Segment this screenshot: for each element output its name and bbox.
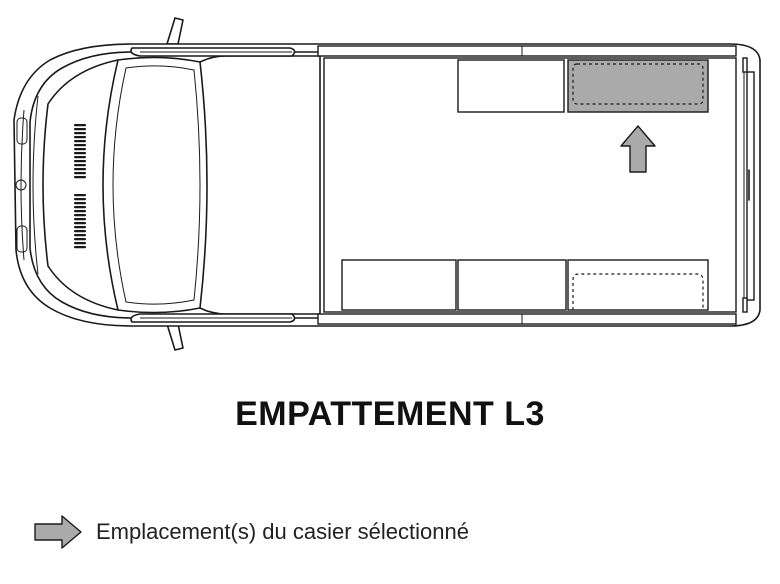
locker-bottom-1[interactable] [341, 259, 457, 311]
van-top-view-diagram [13, 17, 761, 351]
windshield [102, 56, 208, 314]
legend-label: Emplacement(s) du casier sélectionné [96, 519, 469, 544]
headlight-bottom [16, 225, 28, 253]
logo-badge [15, 179, 27, 191]
bumper-line [20, 109, 25, 261]
windshield-inner [112, 65, 201, 305]
top-rail [317, 45, 737, 57]
rear-latch-top [742, 57, 748, 73]
bottom-rail [317, 313, 737, 325]
locker-bottom-3[interactable] [567, 259, 709, 311]
locker-top-2[interactable] [567, 59, 709, 113]
headlight-top [16, 117, 28, 145]
locker-bottom-2[interactable] [457, 259, 567, 311]
cab-inner-contour [29, 51, 321, 319]
legend: Emplacement(s) du casier sélectionné [34, 514, 469, 550]
rear-latch-bottom [742, 297, 748, 313]
bumper-line-2 [32, 95, 39, 275]
mirror-top [166, 17, 184, 45]
rear-door-bar [746, 71, 755, 301]
mirror-bottom [166, 323, 184, 351]
wheelbase-title: EMPATTEMENT L3 [235, 395, 545, 433]
hood-outline [42, 59, 119, 311]
grille-vents [74, 124, 86, 249]
location-arrow-icon [620, 125, 656, 173]
arrow-right-icon [34, 515, 82, 549]
locker-top-1[interactable] [457, 59, 565, 113]
